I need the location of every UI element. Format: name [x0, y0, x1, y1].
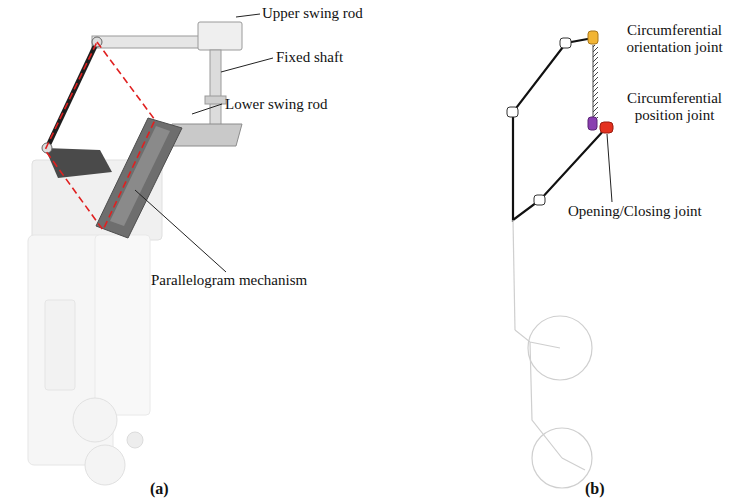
part-label: Upper swing rod	[262, 5, 363, 22]
revolute-joint	[507, 107, 518, 117]
faint-link	[513, 220, 515, 330]
orientation-joint	[588, 31, 598, 44]
faint-wheels	[513, 220, 592, 488]
fixed-shaft-line	[593, 45, 594, 119]
parallelogram-outline	[45, 42, 155, 230]
position-joint	[588, 117, 597, 130]
body-column	[95, 235, 150, 415]
wheel	[73, 398, 117, 442]
part-label: Fixed shaft	[276, 49, 343, 66]
wheel	[85, 445, 125, 485]
link-chain	[513, 38, 606, 220]
leader-line	[236, 14, 260, 17]
part-label: Opening/Closing joint	[568, 203, 702, 220]
pulley	[127, 432, 143, 448]
leader-line	[192, 104, 222, 114]
part-label: Circumferential position joint	[612, 90, 737, 124]
joints	[507, 31, 613, 205]
motor	[45, 300, 75, 390]
shaft-collar	[205, 96, 226, 104]
part-label: (a)	[150, 480, 169, 497]
leader-line	[221, 58, 273, 72]
revolute-joint	[534, 195, 545, 205]
part-label: Lower swing rod	[225, 96, 327, 113]
leader-line	[135, 190, 226, 272]
upper-swing-rod	[92, 36, 207, 48]
part-label: Parallelogram mechanism	[151, 272, 307, 289]
revolute-joint	[560, 38, 571, 48]
leader-lines	[135, 14, 273, 272]
swing-plate	[96, 118, 182, 238]
faint-link	[515, 330, 585, 470]
part-label: Circumferential orientation joint	[612, 22, 737, 56]
leader-line	[607, 134, 612, 202]
rod-head	[198, 22, 242, 50]
fixed-ground	[593, 45, 598, 119]
opening-closing-joint	[600, 122, 613, 133]
part-label: (b)	[585, 480, 605, 497]
kinematic-links	[513, 38, 606, 220]
swing-plate-face	[110, 126, 170, 226]
fixed-shaft	[210, 50, 221, 132]
